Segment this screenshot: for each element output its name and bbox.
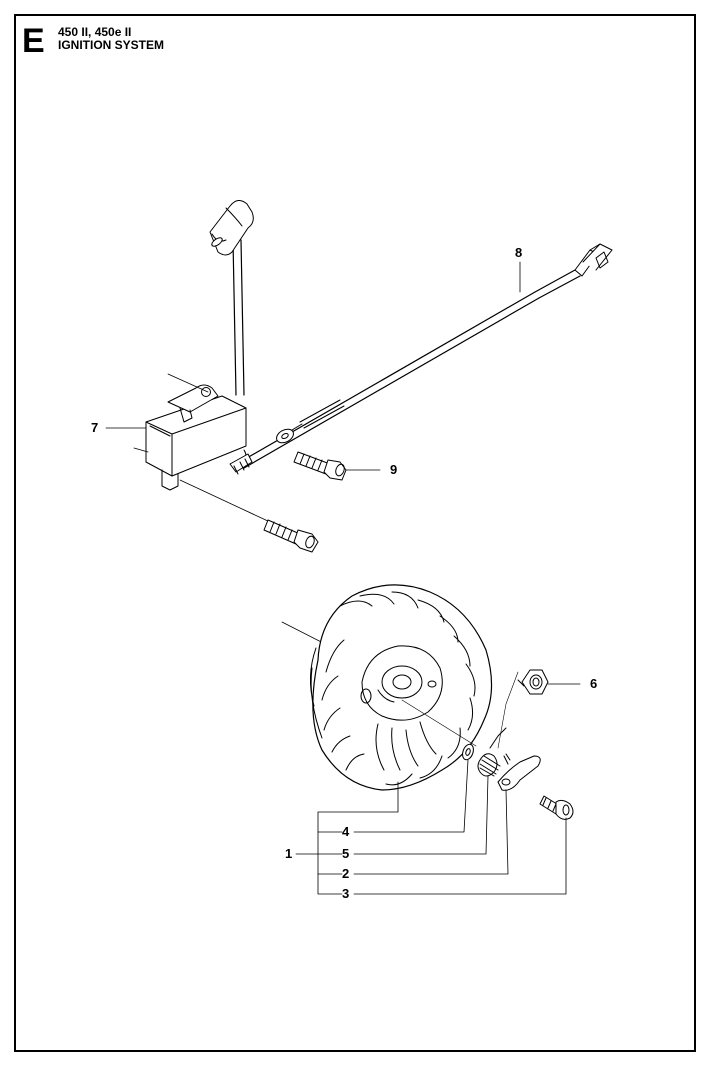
callout-1: 1 (285, 846, 293, 861)
washer (462, 743, 474, 761)
callout-9: 9 (390, 462, 398, 477)
ignition-module (145, 200, 254, 491)
pivot-screw (539, 795, 574, 820)
screw-upper (293, 451, 347, 481)
section-letter: E (22, 22, 45, 60)
pawl-spring (477, 727, 507, 777)
flywheel (281, 584, 493, 791)
callout-5: 5 (342, 846, 350, 861)
callout-2: 2 (342, 866, 350, 881)
callout-6: 6 (590, 676, 598, 691)
model-label: 450 II, 450e II (58, 25, 132, 39)
page-frame (14, 14, 696, 1052)
flywheel-nut (517, 669, 549, 695)
callout-8: 8 (515, 245, 523, 260)
callout-7: 7 (91, 420, 99, 435)
ignition-cable (229, 243, 613, 475)
callout-4: 4 (342, 824, 350, 839)
page-title: IGNITION SYSTEM (58, 38, 165, 52)
callout-3: 3 (342, 886, 350, 901)
pawl (497, 753, 541, 791)
screw-lower (263, 519, 319, 553)
